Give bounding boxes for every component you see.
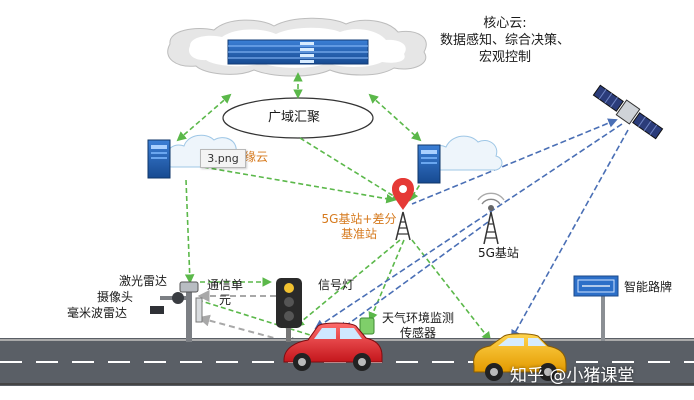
roadside-sensor-pole (150, 281, 203, 342)
base-station-label: 5G基站 (478, 246, 519, 260)
comm-unit-line2: 元 (218, 293, 231, 307)
traffic-light-label: 信号灯 (318, 278, 355, 292)
location-pin-icon (392, 178, 414, 210)
env-sensor-line2: 传感器 (399, 326, 436, 340)
smart-sign-label: 智能路牌 (624, 280, 673, 294)
core-server-rack (227, 39, 369, 65)
base-station-diff-tower (395, 211, 411, 241)
base-station-diff-line1: 5G基站+差分 (321, 212, 397, 226)
base-station-tower (477, 192, 505, 245)
red-car (283, 322, 383, 371)
edge-server-right (417, 144, 441, 184)
edge-server-left (147, 139, 171, 179)
traffic-light-icon (276, 278, 302, 342)
env-sensor-box (359, 317, 375, 335)
mmwave-radar-label: 毫米波雷达 (67, 306, 128, 320)
core-cloud-label: 核心云: 数据感知、综合决策、 宏观控制 (440, 15, 570, 66)
satellite-icon (592, 84, 664, 140)
laser-radar-label: 激光雷达 (119, 274, 168, 288)
image-tooltip: 3.png (200, 149, 246, 168)
blue-links (314, 118, 629, 340)
env-sensor-label: 天气环境监测 传感器 (376, 311, 460, 341)
comm-unit-line1: 通信单 (206, 278, 243, 292)
base-station-diff-line2: 基准站 (340, 227, 377, 241)
core-cloud-line2: 宏观控制 (478, 50, 531, 65)
watermark: 知乎 @小猪课堂 (510, 366, 635, 386)
smart-road-sign (573, 275, 619, 341)
camera-label: 摄像头 (97, 290, 134, 304)
base-station-diff-label: 5G基站+差分 基准站 (318, 212, 400, 242)
edge-cloud-label: 缘云 (244, 150, 269, 164)
yellow-car (473, 333, 567, 381)
comm-unit-label: 通信单 元 (205, 278, 245, 308)
aggregation-label: 广域汇聚 (268, 110, 321, 125)
core-cloud-line1: 数据感知、综合决策、 (440, 33, 571, 48)
core-cloud-title: 核心云: (483, 16, 527, 31)
env-sensor-line1: 天气环境监测 (381, 311, 454, 325)
